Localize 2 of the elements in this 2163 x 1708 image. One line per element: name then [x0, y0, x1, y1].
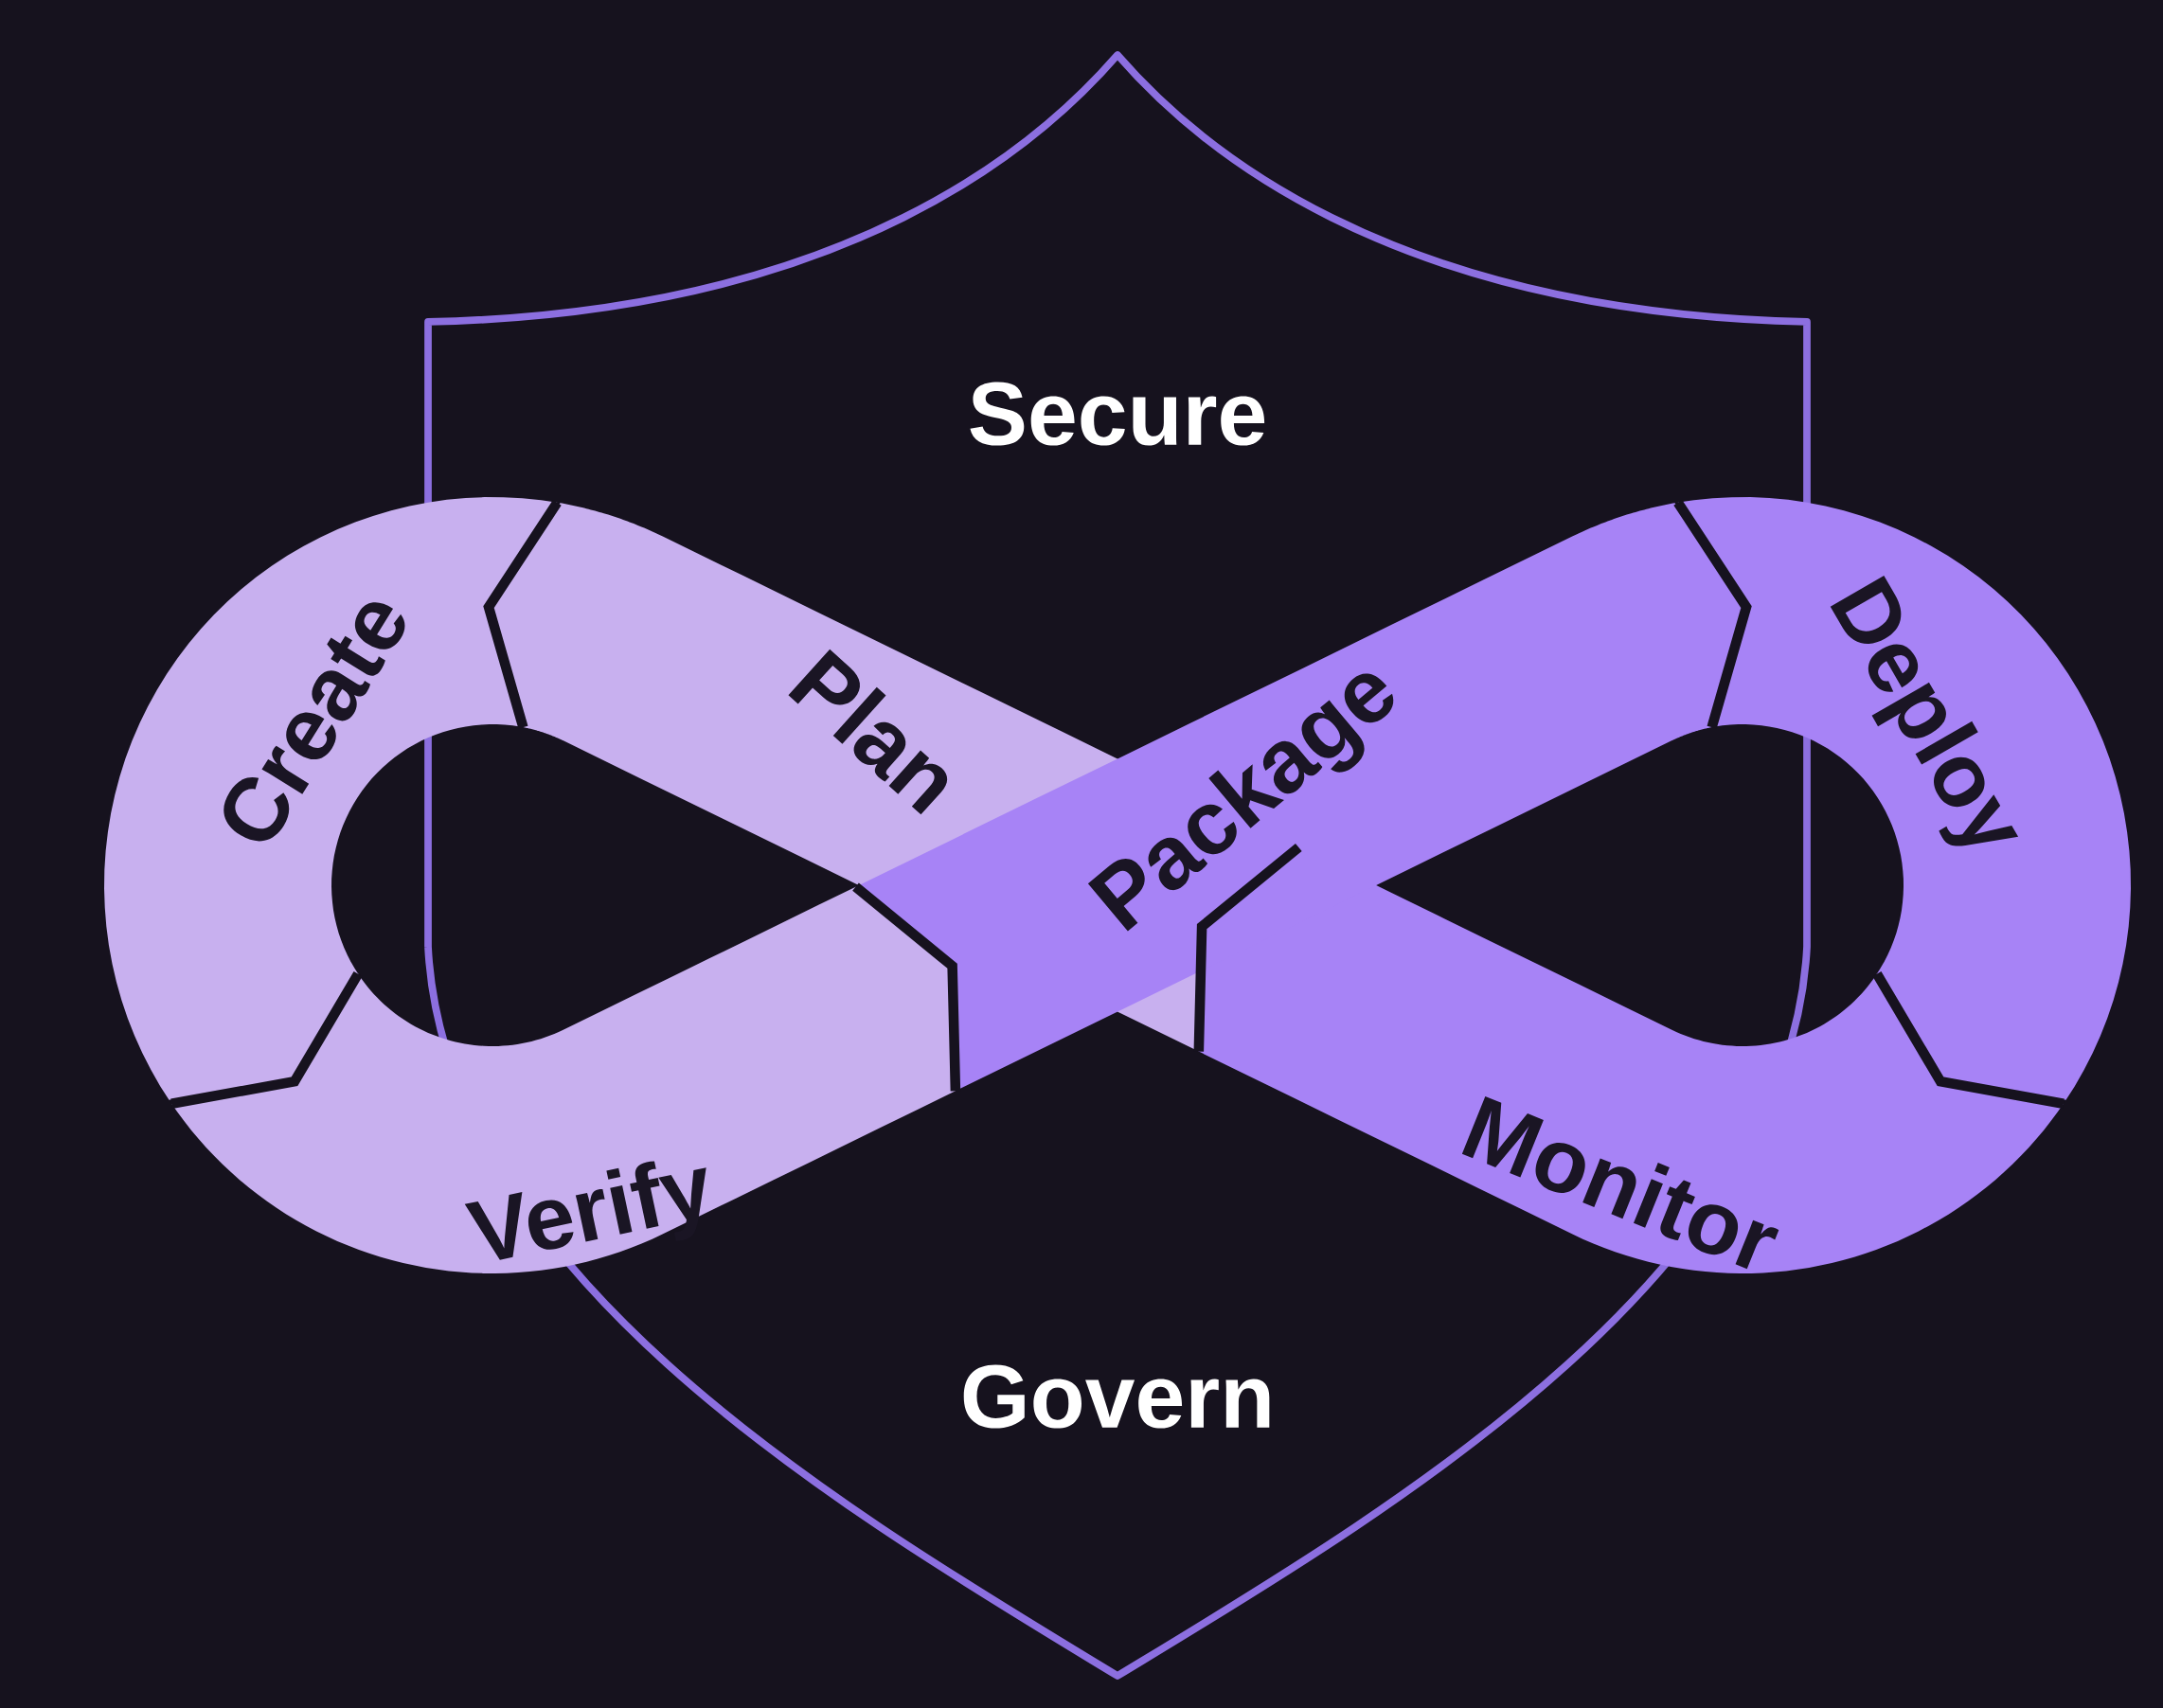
loop-arrow-segment: Verify — [171, 886, 956, 1273]
node-label: Verify — [464, 1161, 706, 1260]
